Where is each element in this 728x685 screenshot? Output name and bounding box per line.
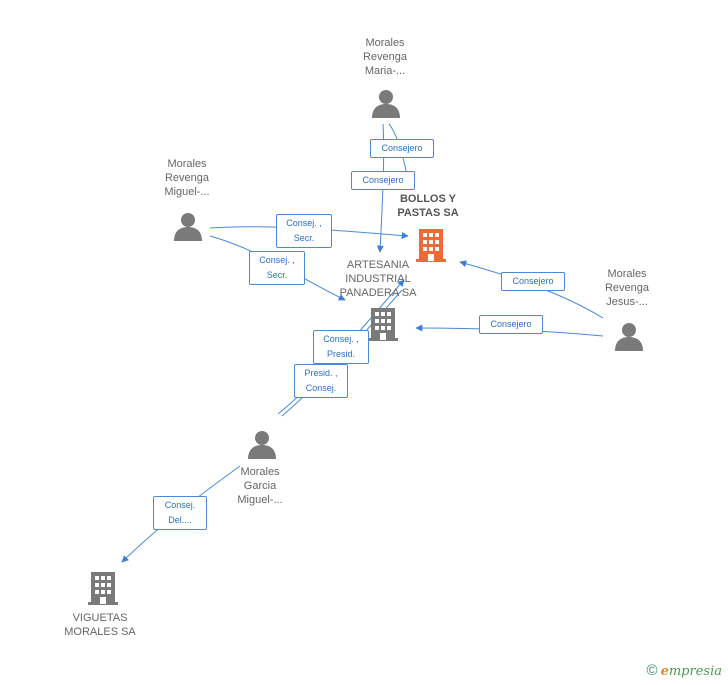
node-label-jesus: Morales Revenga Jesus-...: [582, 267, 672, 309]
edge-label-jesus-artesania[interactable]: Consejero: [479, 315, 543, 334]
edge-label-maria-bollos[interactable]: Consejero: [370, 139, 434, 158]
edge-label-maria-artesania[interactable]: Consejero: [351, 171, 415, 190]
person-icon[interactable]: [614, 321, 644, 351]
edge-label-text: Consej. ,: [259, 255, 295, 265]
person-icon[interactable]: [371, 88, 401, 118]
label-line: Morales: [365, 37, 405, 49]
edge-label-text: Presid.: [326, 349, 355, 359]
label-line: Revenga: [362, 51, 408, 63]
node-label-maria: Morales Revenga Maria-...: [340, 36, 430, 78]
brand-name: mpresia: [668, 664, 722, 679]
copyright-icon: ©: [646, 662, 658, 679]
label-line: Miguel-...: [164, 186, 210, 198]
node-label-bollos: BOLLOS Y PASTAS SA: [378, 192, 478, 220]
brand-logo: empresia: [661, 664, 722, 679]
edge-label-text: Secr.: [293, 233, 315, 243]
edge-label-miguelr-bollos[interactable]: Consej. , Secr.: [276, 214, 332, 248]
edge-label-miguelg-viguetas[interactable]: Consej. Del....: [153, 496, 207, 530]
node-label-miguel-revenga: Morales Revenga Miguel-...: [142, 157, 232, 199]
node-label-artesania: ARTESANIA INDUSTRIAL PANADERA SA: [328, 258, 428, 300]
label-line: Revenga: [164, 172, 210, 184]
label-line: Garcia: [243, 480, 277, 492]
label-line: Morales: [167, 158, 207, 170]
edge-label-miguelr-artesania[interactable]: Consej. , Secr.: [249, 251, 305, 285]
person-icon[interactable]: [247, 429, 277, 459]
label-line: Jesus-...: [606, 296, 648, 308]
building-icon[interactable]: [87, 570, 119, 606]
brand-footer[interactable]: ©empresia: [647, 662, 722, 679]
label-line: Maria-...: [364, 65, 406, 77]
node-label-viguetas: VIGUETAS MORALES SA: [50, 611, 150, 639]
edge-label-text: Consejero: [512, 276, 554, 286]
edge-label-text: Consej.: [164, 500, 196, 510]
label-line: ARTESANIA: [346, 259, 410, 271]
edge-label-text: Consej. ,: [286, 218, 322, 228]
edge-label-jesus-bollos[interactable]: Consejero: [501, 272, 565, 291]
edge-label-text: Del....: [168, 515, 192, 525]
label-line: Morales: [607, 268, 647, 280]
brand-letter: e: [660, 664, 669, 679]
edge-label-miguelg-artesania-2[interactable]: Presid. , Consej.: [294, 364, 348, 398]
edge-label-text: Consejero: [362, 175, 404, 185]
label-line: BOLLOS Y: [399, 193, 457, 205]
label-line: Miguel-...: [237, 494, 283, 506]
edge-label-text: Consejero: [490, 319, 532, 329]
edge-label-miguelg-artesania-1[interactable]: Consej. , Presid.: [313, 330, 369, 364]
edge-label-text: Consejero: [381, 143, 423, 153]
edge-label-text: Presid. ,: [304, 368, 338, 378]
building-icon[interactable]: [415, 227, 447, 263]
building-icon[interactable]: [367, 306, 399, 342]
label-line: MORALES SA: [64, 626, 136, 638]
person-icon[interactable]: [173, 211, 203, 241]
label-line: INDUSTRIAL: [345, 273, 411, 285]
label-line: PASTAS SA: [397, 207, 459, 219]
edge-label-text: Secr.: [266, 270, 288, 280]
node-label-miguel-garcia: Morales Garcia Miguel-...: [215, 465, 305, 507]
edge-label-text: Consej. ,: [323, 334, 359, 344]
label-line: Morales: [240, 466, 280, 478]
label-line: Revenga: [604, 282, 650, 294]
edge-label-text: Consej.: [305, 383, 337, 393]
label-line: VIGUETAS: [72, 612, 128, 624]
label-line: PANADERA SA: [339, 287, 417, 299]
